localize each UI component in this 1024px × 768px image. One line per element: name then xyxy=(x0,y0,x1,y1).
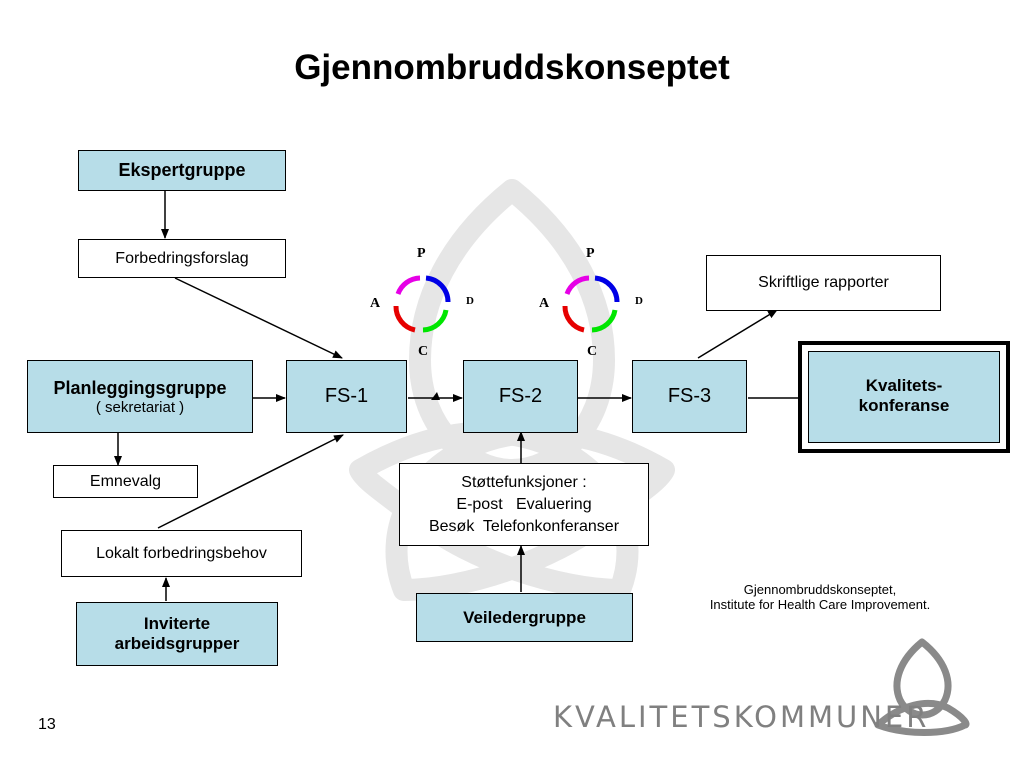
fs3-label: FS-3 xyxy=(667,385,712,407)
inviterte-arbeidsgrupper-box: Inviterte arbeidsgrupper xyxy=(76,602,278,666)
lokalt-forbedringsbehov-box: Lokalt forbedringsbehov xyxy=(61,530,302,577)
sekretariat-label: ( sekretariat ) xyxy=(95,398,185,416)
arbeidsgrupper-label: arbeidsgrupper xyxy=(114,634,240,653)
kvalitetskonferanse-box: Kvalitets- konferanse xyxy=(808,351,1000,443)
ekspertgruppe-box: Ekspertgruppe xyxy=(78,150,286,191)
planleggingsgruppe-label: Planleggingsgruppe xyxy=(53,377,227,398)
emnevalg-box: Emnevalg xyxy=(53,465,198,498)
inviterte-label: Inviterte xyxy=(143,614,211,633)
pdca1-c-label: C xyxy=(418,344,429,359)
pdca-cycle-2 xyxy=(562,275,620,333)
connectors xyxy=(114,191,811,601)
pdca2-p-label: P xyxy=(586,246,595,261)
skriftlige-rapporter-box: Skriftlige rapporter xyxy=(706,255,941,311)
stottefunksjoner-box: Støttefunksjoner : E-post Evaluering Bes… xyxy=(399,463,649,546)
stottefunksjoner-label: Støttefunksjoner : xyxy=(461,473,587,491)
kvalitetskommuner-logo-icon xyxy=(874,638,970,736)
ekspertgruppe-label: Ekspertgruppe xyxy=(118,160,246,180)
veiledergruppe-box: Veiledergruppe xyxy=(416,593,633,642)
pdca-cycle-1 xyxy=(393,275,451,333)
credit-text: Gjennombruddskonseptet, Institute for He… xyxy=(670,582,970,612)
veiledergruppe-label: Veiledergruppe xyxy=(463,607,586,627)
lokalt-forbedringsbehov-label: Lokalt forbedringsbehov xyxy=(96,544,267,562)
forbedringsforslag-label: Forbedringsforslag xyxy=(115,249,249,267)
small-triangle-mark xyxy=(431,392,440,400)
pdca2-d-label: D xyxy=(635,295,643,307)
fs2-label: FS-2 xyxy=(498,385,543,407)
page-title: Gjennombruddskonseptet xyxy=(294,48,730,87)
kvalitets-label: Kvalitets- xyxy=(865,376,943,395)
skriftlige-rapporter-label: Skriftlige rapporter xyxy=(758,274,889,291)
fs2-box: FS-2 xyxy=(463,360,578,433)
brand-wordmark: KVALITETSKOMMUNER xyxy=(553,700,930,734)
forbedringsforslag-box: Forbedringsforslag xyxy=(78,239,286,278)
epost-evaluering-label: E-post Evaluering xyxy=(456,495,592,513)
arrow-fs3-skriftlige xyxy=(697,309,778,359)
fs1-label: FS-1 xyxy=(324,385,369,407)
emnevalg-label: Emnevalg xyxy=(89,472,162,490)
arrow-lokalt-fs1 xyxy=(157,434,344,529)
kvalitetskonferanse-frame: Kvalitets- konferanse xyxy=(798,341,1010,453)
konferanse-label: konferanse xyxy=(858,396,950,415)
pdca1-a-label: A xyxy=(370,296,381,311)
fs3-box: FS-3 xyxy=(632,360,747,433)
page-number: 13 xyxy=(38,716,56,733)
arrow-forbedring-fs1 xyxy=(174,277,343,359)
pdca2-a-label: A xyxy=(539,296,550,311)
besok-telefonkonferanser-label: Besøk Telefonkonferanser xyxy=(428,517,620,535)
pdca1-p-label: P xyxy=(417,246,426,261)
planleggingsgruppe-box: Planleggingsgruppe ( sekretariat ) xyxy=(27,360,253,433)
pdca1-d-label: D xyxy=(466,295,474,307)
pdca2-c-label: C xyxy=(587,344,598,359)
fs1-box: FS-1 xyxy=(286,360,407,433)
credit-line-1: Gjennombruddskonseptet, xyxy=(743,582,897,597)
credit-line-2: Institute for Health Care Improvement. xyxy=(709,597,931,612)
